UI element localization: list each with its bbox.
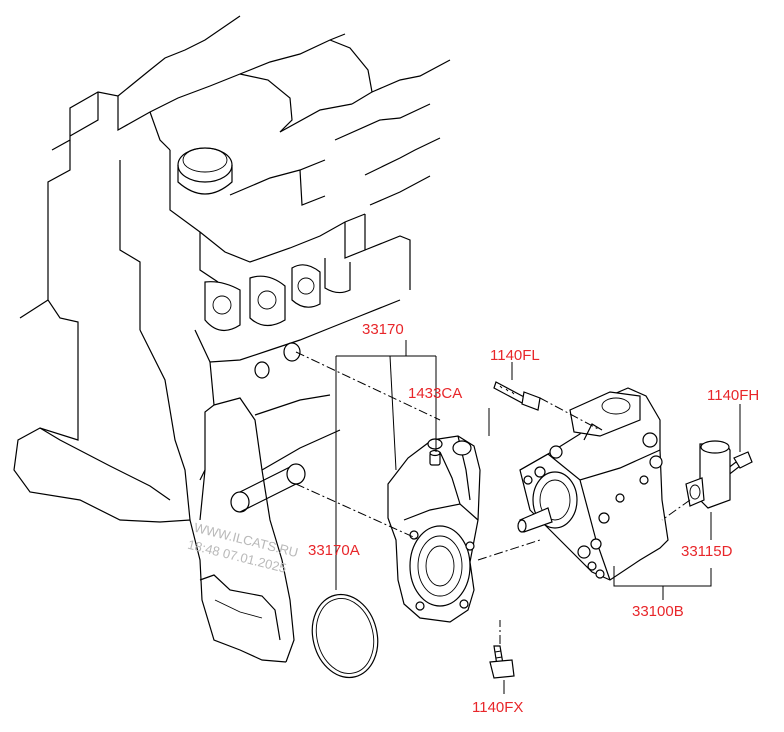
label-1433ca[interactable]: 1433CA [408,385,462,402]
part-labels: 33170 1433CA 1140FL 1140FH 33170A 33115D… [308,321,759,716]
label-1140fx[interactable]: 1140FX [472,699,523,716]
pump-bracket [387,435,481,623]
o-ring [311,593,379,679]
bolt-1140fx [489,645,515,679]
label-33170a[interactable]: 33170A [308,542,360,559]
label-1140fh[interactable]: 1140FH [707,387,759,404]
engine-block [13,15,451,663]
label-33100b[interactable]: 33100B [632,603,684,620]
label-33170[interactable]: 33170 [362,321,404,338]
leader-lines [335,340,741,694]
label-1140fl[interactable]: 1140FL [490,347,540,364]
assembly-lines [295,351,691,644]
dowel-pin [429,449,441,466]
metering-valve [685,440,731,509]
bolt-1140fl [493,381,541,411]
fuel-pump [517,387,669,581]
watermark: WWW.ILCATS.RU 18:48 07.01.2025 [186,520,299,576]
label-33115d[interactable]: 33115D [681,543,733,560]
